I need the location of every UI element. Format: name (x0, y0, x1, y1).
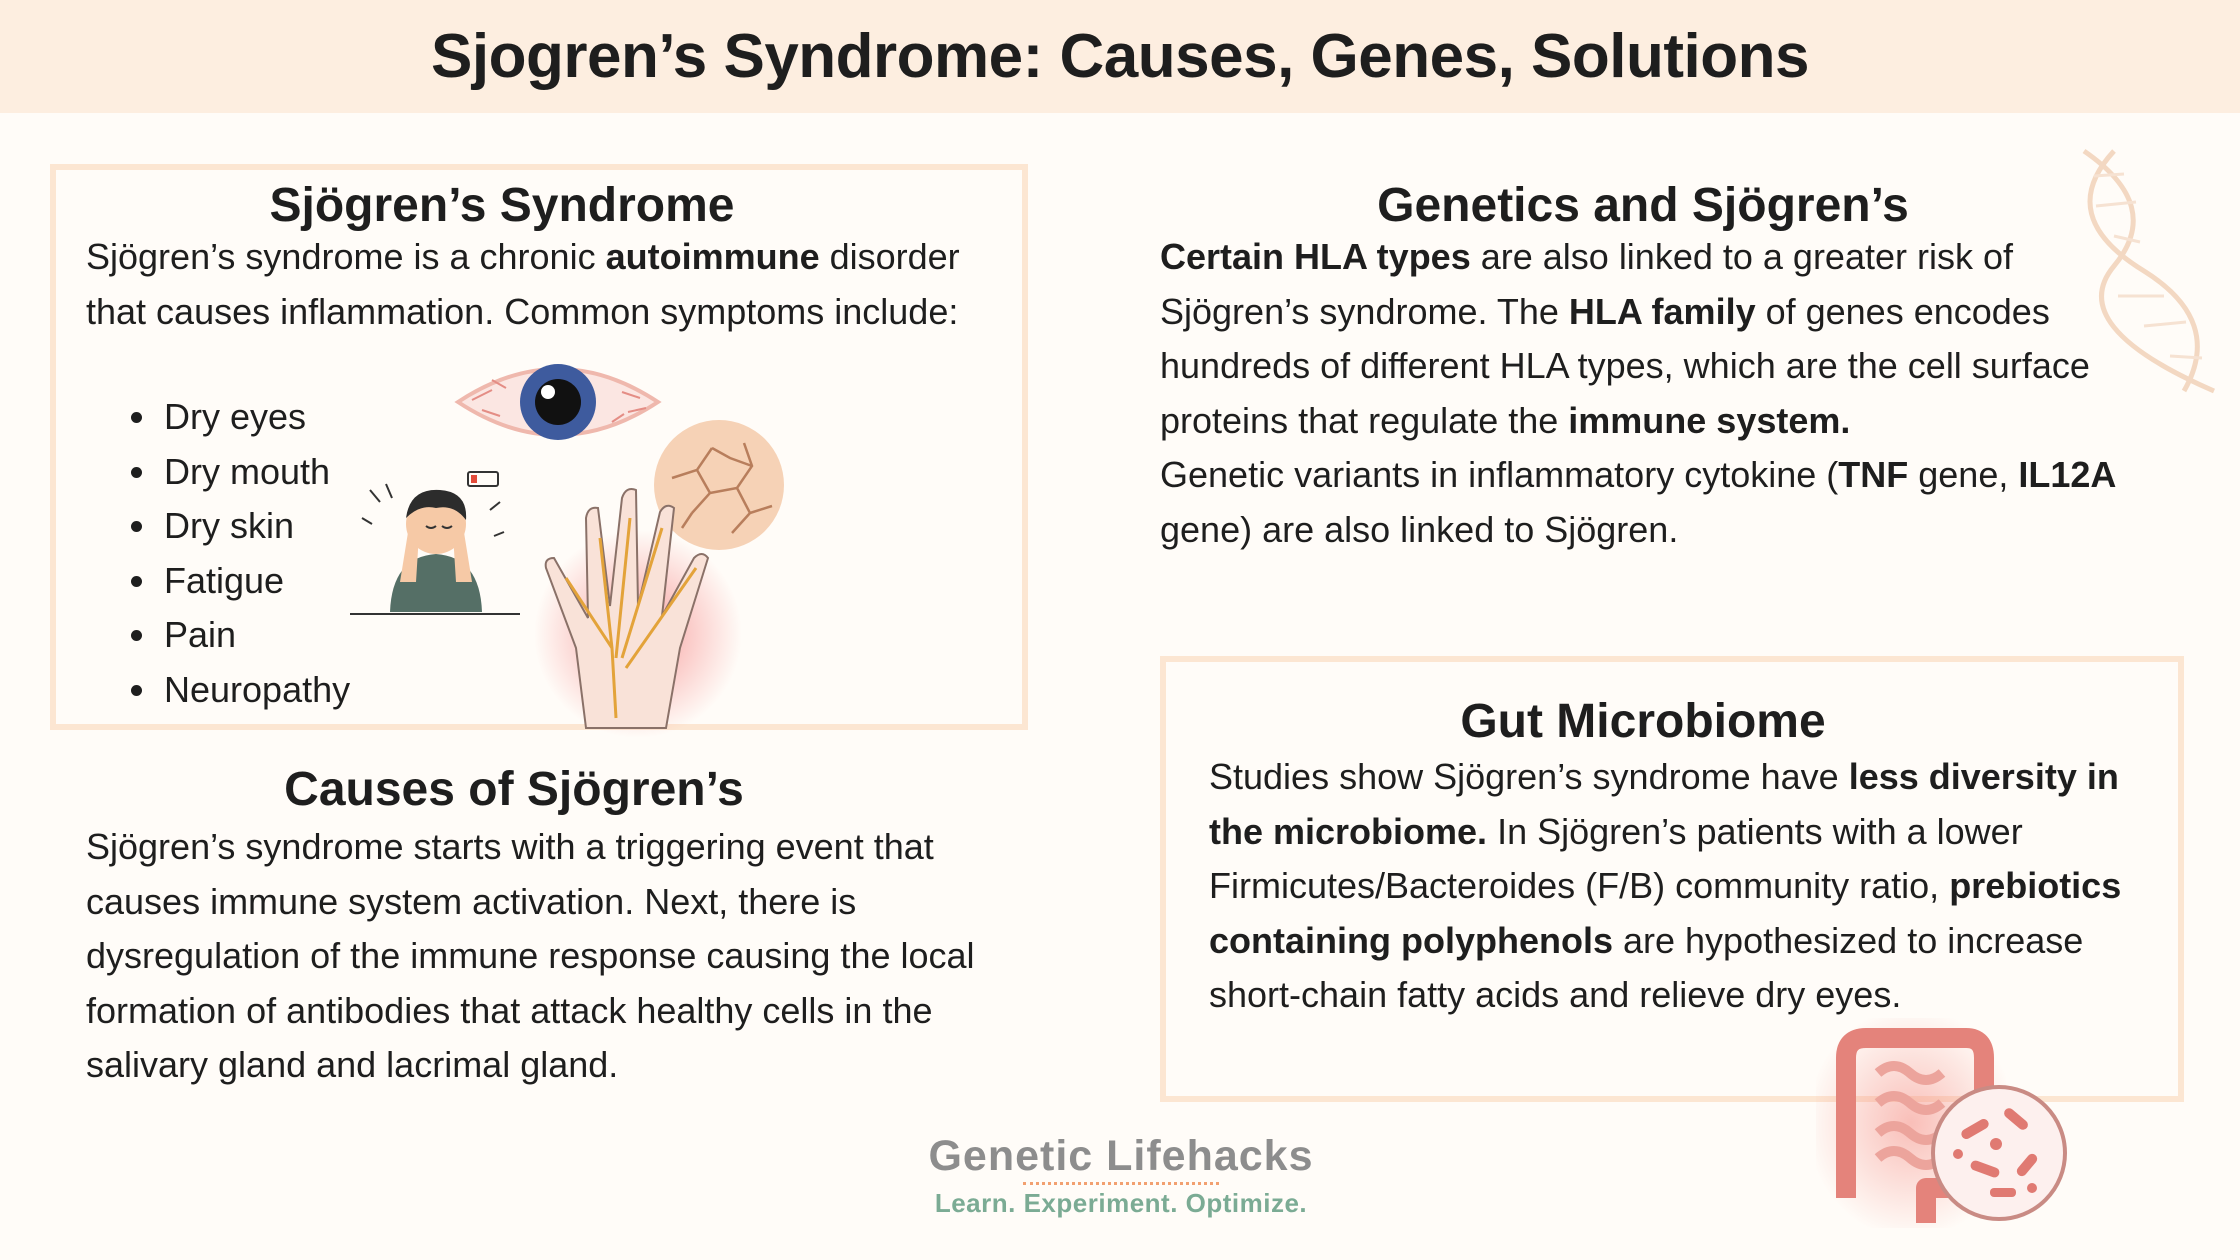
bacteria-icon (1931, 1085, 2067, 1221)
page-title: Sjogren’s Syndrome: Causes, Genes, Solut… (431, 22, 1809, 91)
gut-bold-prebiotics: prebiotics containing polyphenols (1209, 865, 2122, 961)
genetics-bold-hla-types: Certain HLA types (1160, 236, 1471, 277)
logo-name: Genetic Lifehacks (928, 1132, 1314, 1180)
list-item: Pain (160, 608, 350, 663)
gut-bold-diversity: less diversity in the microbiome. (1209, 756, 2119, 852)
genetics-title: Genetics and Sjögren’s (1377, 179, 1909, 232)
genetics-bold-tnf: TNF (1838, 454, 1909, 495)
tired-person-icon (350, 471, 520, 615)
gut-text-3: are hypothesized to increase short-chain… (1209, 919, 2084, 1016)
genetics-bold-il12a: IL12A (2018, 454, 2117, 495)
cracked-skin-icon (654, 420, 784, 550)
logo-divider (1023, 1182, 1219, 1185)
list-item: Neuropathy (160, 663, 350, 718)
genetics-text: Certain HLA types are also linked to a g… (1160, 230, 2160, 557)
syndrome-intro-text: Sjögren’s syndrome is a chronic (86, 236, 606, 277)
genetics-text-1: are also linked to a greater risk of Sjö… (1160, 236, 2014, 332)
gut-text-2: In Sjögren’s patients with a lower Firmi… (1209, 810, 2023, 907)
eye-icon (454, 364, 662, 440)
genetics-text-5: gene) are also linked to Sjögren. (1160, 508, 1679, 550)
causes-title: Causes of Sjögren’s (284, 763, 744, 816)
causes-text: Sjögren’s syndrome starts with a trigger… (86, 826, 975, 1085)
brand-logo: Genetic Lifehacks Learn. Experiment. Opt… (916, 1130, 1326, 1221)
logo-tagline: Learn. Experiment. Optimize. (934, 1188, 1308, 1218)
syndrome-intro-bold: autoimmune (605, 236, 820, 277)
dna-helix-icon (2082, 148, 2215, 394)
list-item: Fatigue (160, 554, 350, 609)
list-item: Dry mouth (160, 445, 350, 500)
list-item: Dry eyes (160, 390, 350, 445)
genetics-text-4: gene, (1908, 454, 2019, 495)
genetics-text-2: of genes encodes hundreds of different H… (1160, 290, 2090, 441)
syndrome-title: Sjögren’s Syndrome (269, 179, 735, 232)
gut-box (1160, 656, 2184, 1102)
syndrome-intro: Sjögren’s syndrome is a chronic autoimmu… (86, 230, 1006, 339)
gut-text: Studies show Sjögren’s syndrome have les… (1209, 750, 2165, 1023)
genetics-bold-hla-family: HLA family (1568, 290, 1756, 332)
header-banner: Sjogren’s Syndrome: Causes, Genes, Solut… (0, 0, 2240, 113)
list-item: Dry skin (160, 499, 350, 554)
hand-nerves-icon (534, 488, 742, 738)
symptom-list: Dry eyes Dry mouth Dry skin Fatigue Pain… (86, 390, 350, 718)
syndrome-intro-text-2: disorder that causes inflammation. Commo… (86, 236, 960, 332)
genetics-bold-immune: immune system. (1568, 399, 1851, 441)
genetics-text-3: Genetic variants in inflammatory cytokin… (1160, 454, 1839, 495)
gut-text-1: Studies show Sjögren’s syndrome have (1209, 756, 1849, 797)
gut-title: Gut Microbiome (1460, 695, 1826, 748)
